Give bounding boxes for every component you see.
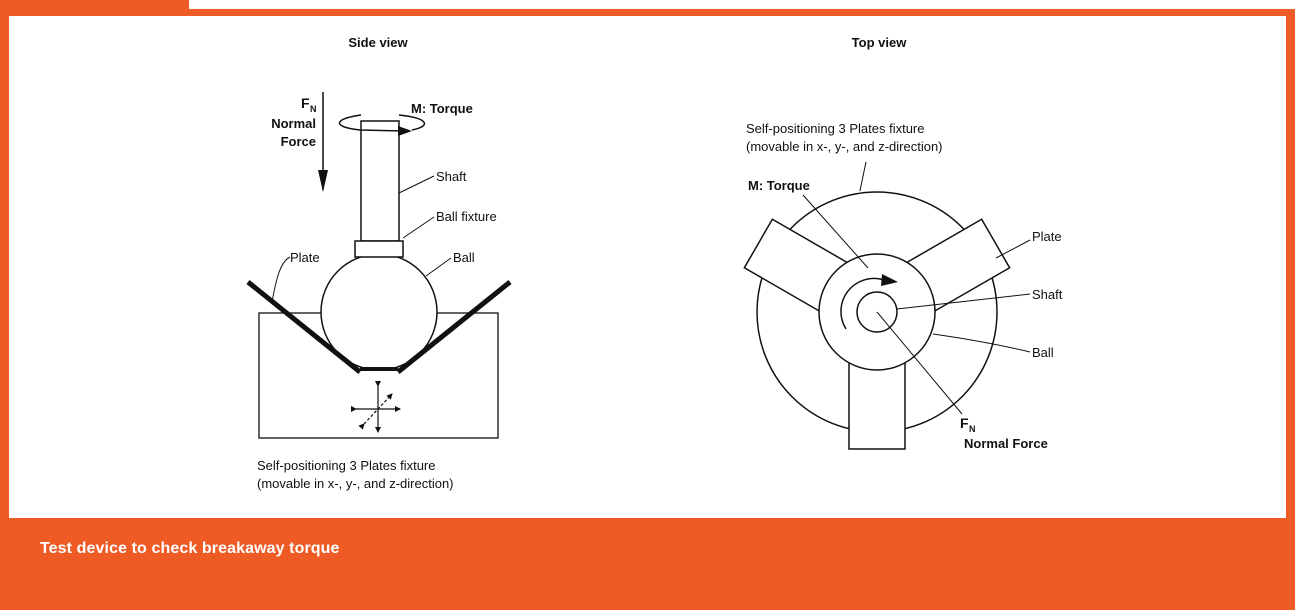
top-fixture-leader [859,161,867,192]
top-ball-leader [932,333,1031,353]
top-shaft-label: Shaft [1032,287,1063,302]
top-ball-label: Ball [1032,345,1054,360]
figure-caption: Test device to check breakaway torque [40,540,340,557]
side-plate-leader [271,256,291,303]
top-force-subscript: N [969,424,976,434]
side-force-line2: Force [281,134,316,149]
top-force-label: Normal Force [964,436,1048,451]
side-force-line1: Normal [271,116,316,131]
side-ball-fixture [354,240,404,258]
top-force-leader [876,311,963,415]
diagram-panel [9,16,1286,518]
side-normal-force: F N Normal Force [271,92,328,192]
top-force-symbol: F [960,415,969,431]
top-plate-leader [995,239,1031,259]
side-shaft-leader [398,175,435,194]
top-view: Top view Self-positioning 3 Plates fixtu… [743,35,1063,451]
top-torque-leader [802,194,869,269]
side-ball-label: Ball [453,250,475,265]
side-view-title: Side view [348,35,408,50]
side-ball-fixture-label: Ball fixture [436,209,497,224]
side-fixture-line2: (movable in x-, y-, and z-direction) [257,476,454,491]
top-view-title: Top view [852,35,908,50]
side-force-subscript: N [310,104,317,114]
side-movement-arrows [351,381,401,433]
top-plate-label: Plate [1032,229,1062,244]
top-fixture-line1: Self-positioning 3 Plates fixture [746,121,924,136]
accent-tab [0,0,189,16]
side-torque-back [338,114,405,132]
top-torque-arc [840,277,885,330]
side-shaft-label: Shaft [436,169,467,184]
side-plate-label: Plate [290,250,320,265]
top-shaft-leader [896,293,1031,310]
side-force-symbol: F [301,95,310,111]
top-margin [189,0,1295,9]
top-torque-arrowhead [881,274,898,286]
side-torque-front [398,114,426,131]
accent-top-rule [189,9,1295,16]
side-torque-arrowhead [398,126,412,136]
side-ball-fixture-leader [402,216,435,239]
top-torque-label: M: Torque [748,178,810,193]
top-fixture-line2: (movable in x-, y-, and z-direction) [746,139,943,154]
side-plates [246,280,512,374]
side-view: Side view F N Normal Force M: Torque Sha… [246,35,512,491]
side-fixture-line1: Self-positioning 3 Plates fixture [257,458,435,473]
side-ball-leader [425,257,452,277]
side-shaft [360,120,400,242]
side-force-arrowhead [318,170,328,192]
side-torque-label: M: Torque [411,101,473,116]
